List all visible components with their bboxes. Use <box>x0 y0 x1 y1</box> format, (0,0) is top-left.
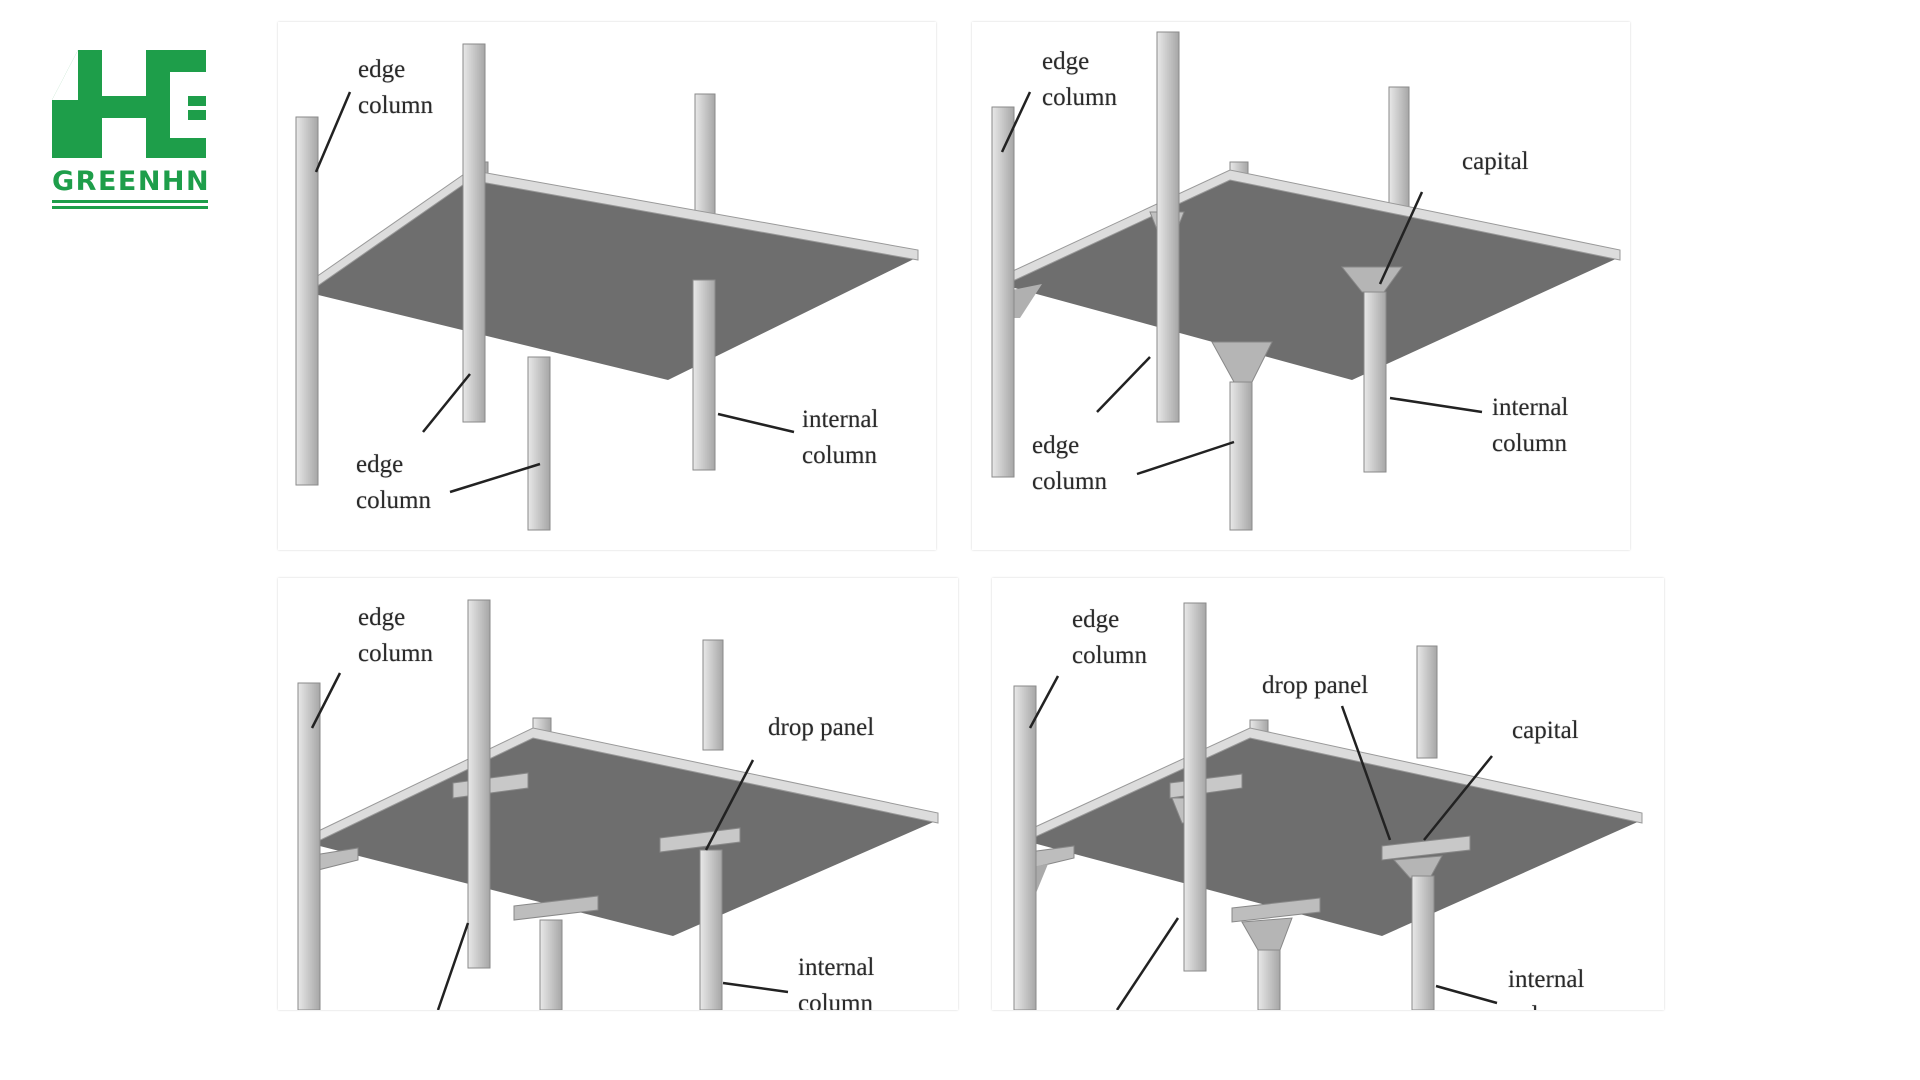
panel-flat-slab-with-drop-panels-and-capitals: edge column drop panel capital internal … <box>992 578 1664 1010</box>
brand-name: GREENHN <box>52 166 211 197</box>
internal-column-label: internal column <box>802 406 879 469</box>
edge-column-label: edge column <box>1032 432 1107 495</box>
panel-flat-slab-with-capitals: edge column capital edge column internal… <box>972 22 1630 550</box>
flat-slab-drawing <box>295 43 919 531</box>
edge-column-label: edge column <box>1072 606 1147 669</box>
capital-label: capital <box>1512 717 1579 744</box>
greenhn-logo-icon <box>52 50 206 158</box>
flat-slab-with-drop-panels-and-capitals-drawing <box>1013 602 1643 1010</box>
edge-column-label: edge column <box>1042 48 1117 111</box>
greenhn-logo: GREENHN <box>50 48 210 218</box>
flat-slab-with-drop-panels-drawing <box>297 599 939 1010</box>
internal-column-label: internal column <box>1492 394 1569 457</box>
flat-slab-with-capitals-drawing <box>991 31 1621 531</box>
edge-column-label: edge column <box>356 451 431 514</box>
drop-panel-label: drop panel <box>768 714 875 741</box>
internal-column-label: internal column <box>1508 966 1585 1010</box>
panel-flat-slab: edge column edge column internal column <box>278 22 936 550</box>
edge-column-label: edge column <box>358 56 433 119</box>
edge-column-label: edge column <box>358 604 433 667</box>
internal-column-label: internal column <box>798 954 875 1010</box>
panel-flat-slab-with-drop-panels: edge column drop panel internal column <box>278 578 958 1010</box>
capital-label: capital <box>1462 148 1529 175</box>
drop-panel-label: drop panel <box>1262 672 1369 699</box>
